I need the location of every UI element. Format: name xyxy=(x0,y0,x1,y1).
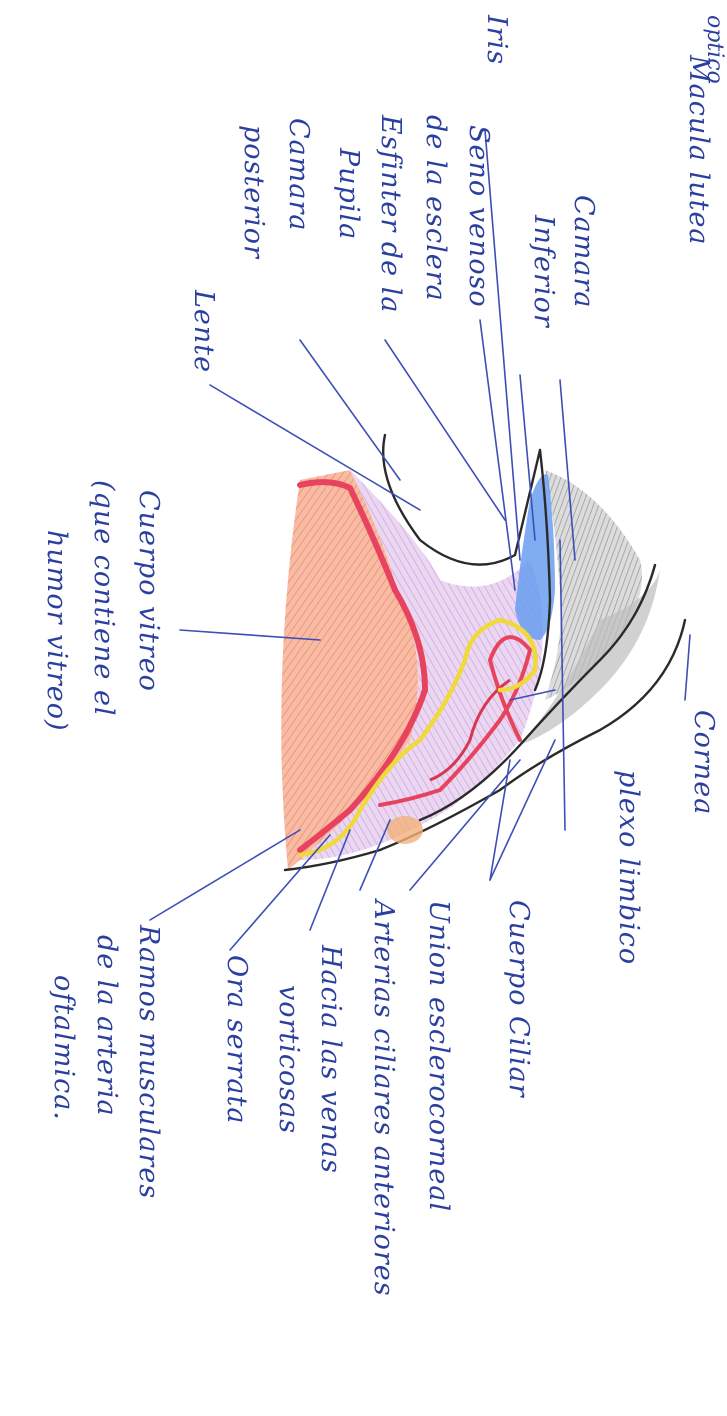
label-seno-venoso-2: de la esclera xyxy=(420,115,451,302)
label-cuerpo-ciliar: Cuerpo Ciliar xyxy=(503,900,534,1099)
label-esfinter-1: Esfinter de la xyxy=(375,114,406,313)
label-hacia-venas-1: Hacia las venas xyxy=(315,944,346,1174)
label-iris: Iris xyxy=(481,14,512,65)
label-seno-venoso-1: Seno venoso xyxy=(463,125,494,308)
label-ora-serrata: Ora serrata xyxy=(221,955,252,1124)
label-cuerpo-vitreo-2: (que contiene el xyxy=(88,480,119,717)
label-camara-inferior-2: Inferior xyxy=(528,214,559,329)
label-cornea: Cornea xyxy=(688,710,719,815)
label-arterias-ciliares: Arterias ciliares anteriores xyxy=(368,897,399,1297)
label-plexo-limbico: plexo limbico xyxy=(613,770,644,965)
label-union-esclerocorneal: Union esclerocorneal xyxy=(423,900,454,1212)
label-esfinter-2: Pupila xyxy=(333,147,364,240)
label-camara-posterior-1: Camara xyxy=(283,118,314,231)
label-ramos-musculares-3: oftalmica. xyxy=(48,975,79,1121)
label-ramos-musculares-1: Ramos musculares xyxy=(133,924,164,1199)
label-lente: Lente xyxy=(188,289,219,373)
label-camara-inferior-1: Camara xyxy=(568,195,599,308)
label-ramos-musculares-2: de la arteria xyxy=(91,935,122,1117)
label-hacia-venas-2: vorticosas xyxy=(273,985,304,1134)
label-optico: optico xyxy=(702,15,727,84)
ciliary-body-dot xyxy=(387,816,423,844)
label-cuerpo-vitreo-3: humor vitreo) xyxy=(41,530,72,732)
label-camara-posterior-2: posterior xyxy=(238,125,269,260)
label-cuerpo-vitreo-1: Cuerpo vitreo xyxy=(133,490,164,692)
